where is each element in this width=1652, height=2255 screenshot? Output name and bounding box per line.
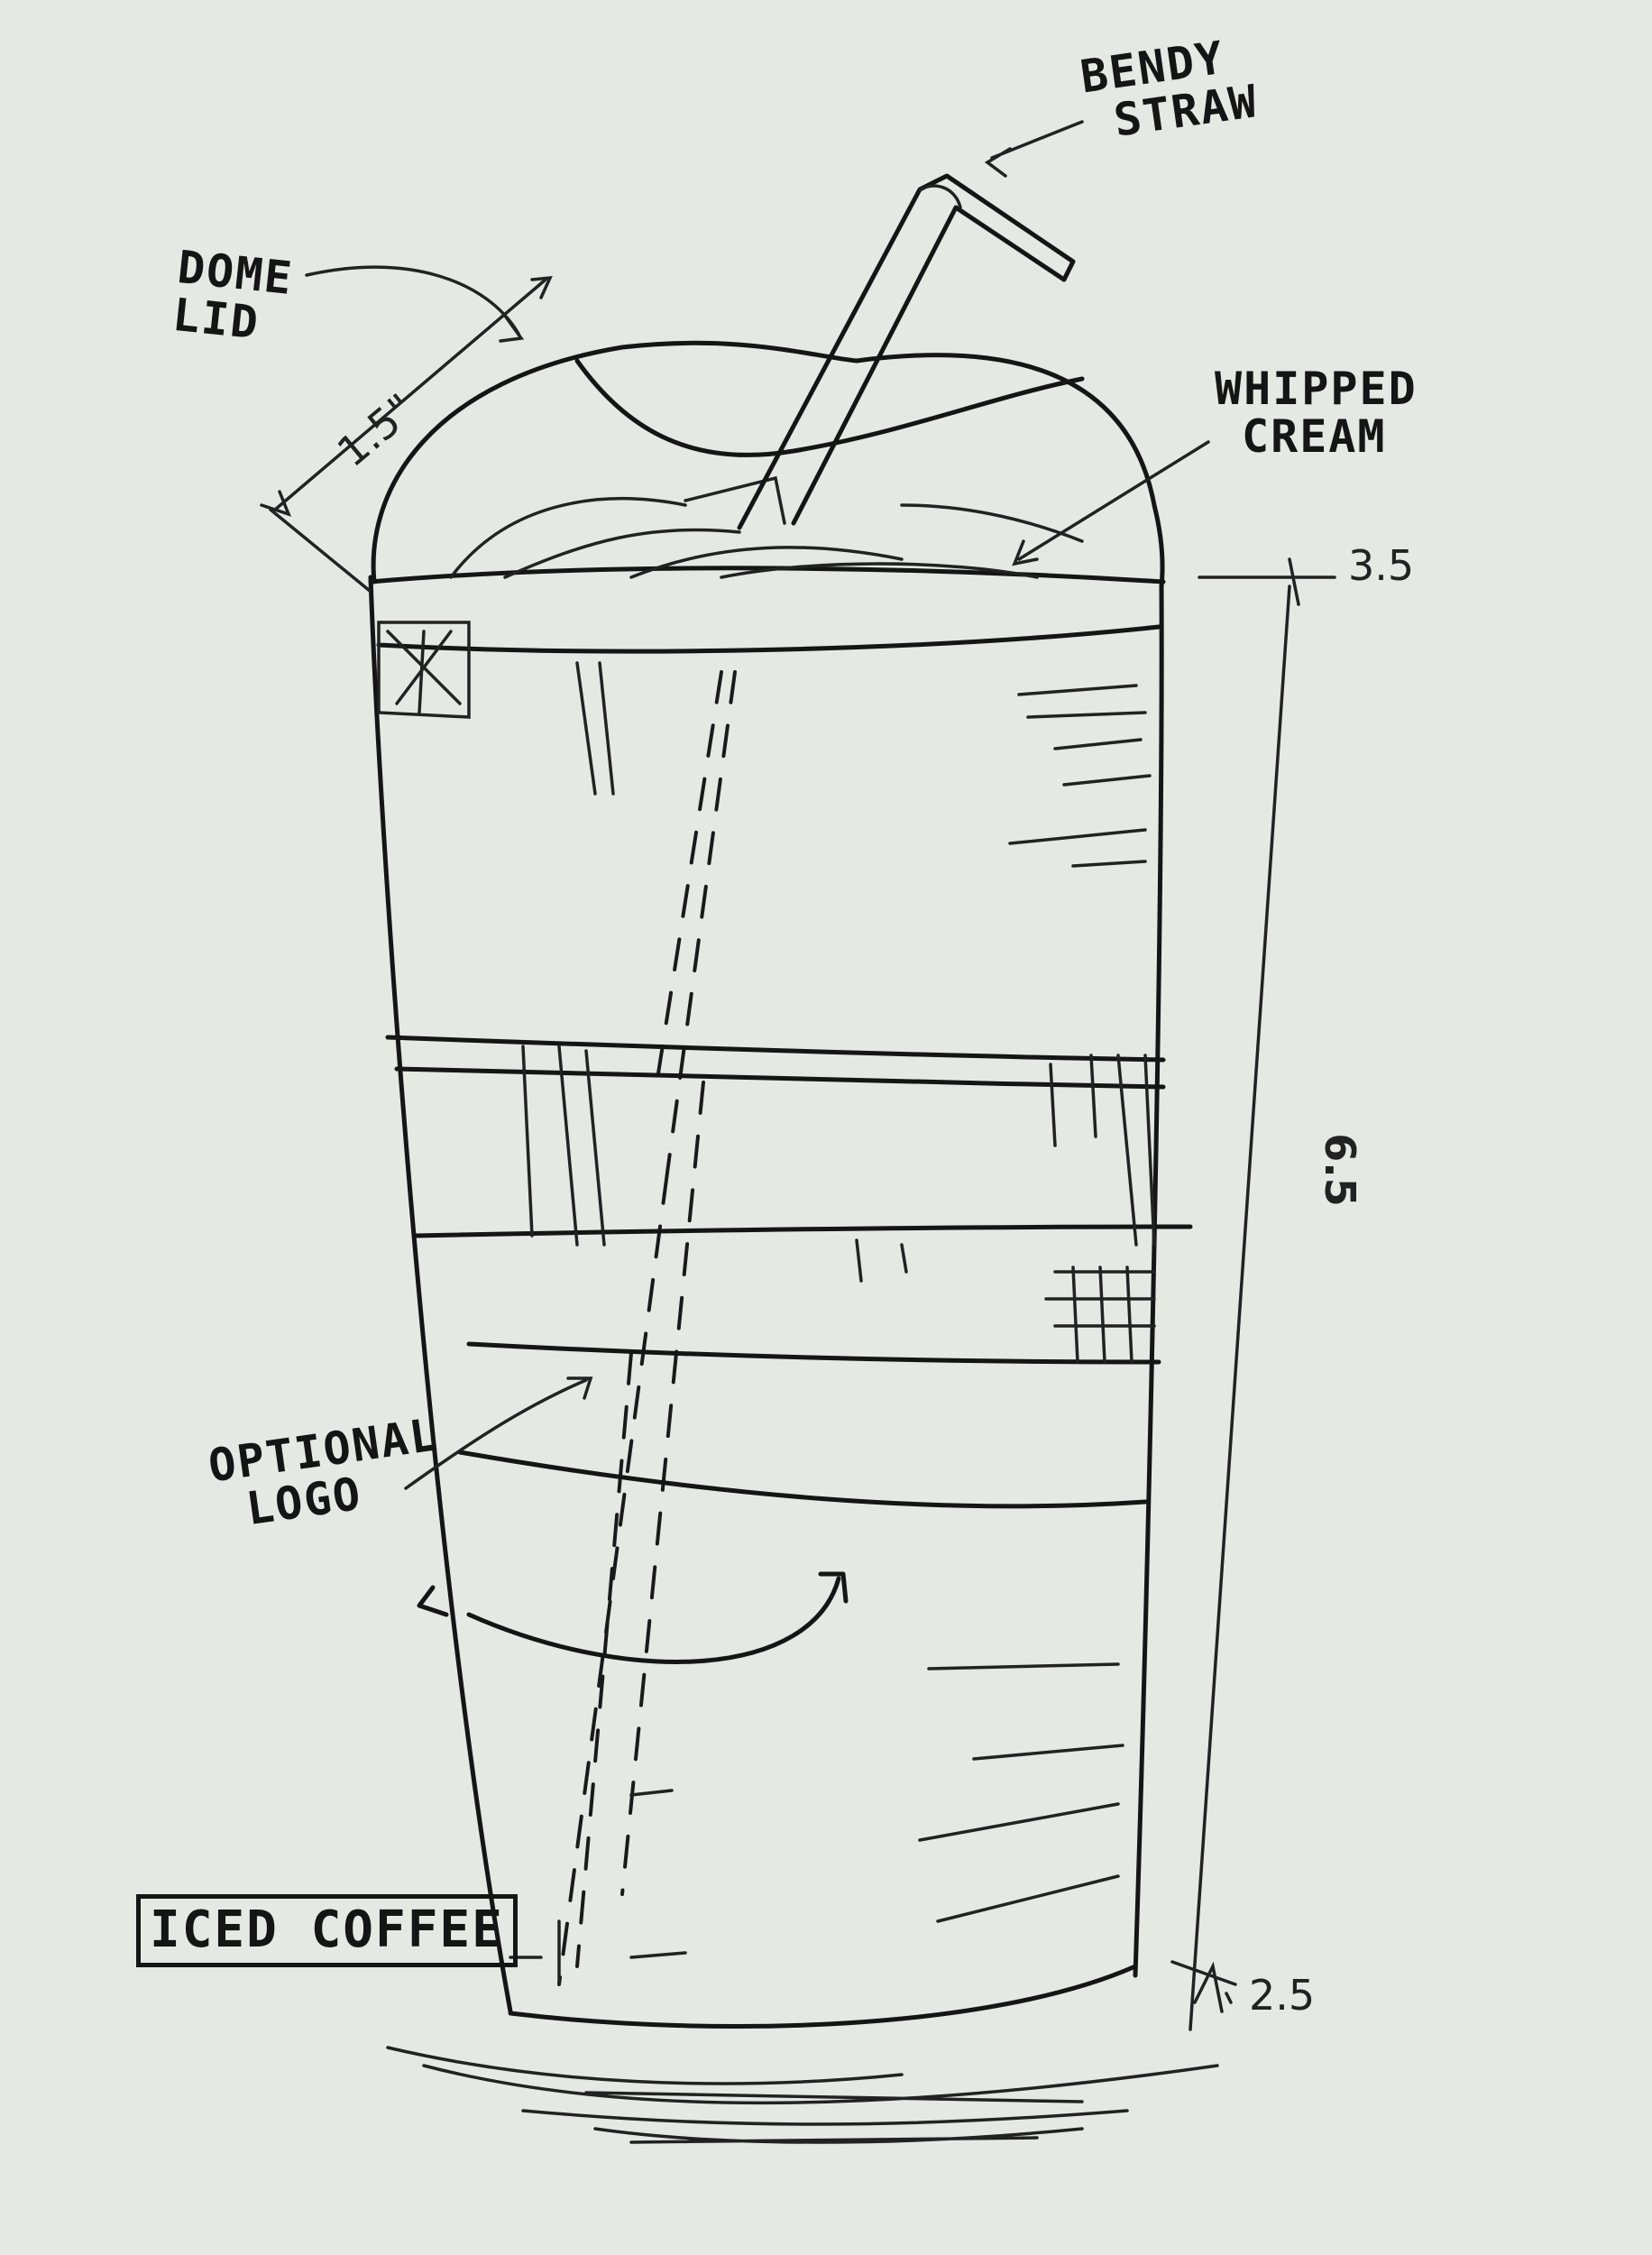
bendy-straw	[557, 173, 1076, 1986]
height-dimension: 6.5	[1315, 1133, 1364, 1207]
annotation-arrows	[260, 120, 1336, 2031]
whipped-cream-label: WHIPPED CREAM	[1215, 365, 1418, 460]
iced-coffee-label: ICED COFFEE	[136, 1894, 518, 1967]
cup-bands	[385, 661, 1193, 1959]
bottom-width-dimension: 2.5	[1249, 1971, 1316, 2020]
top-width-dimension: 3.5	[1348, 541, 1415, 590]
cup-body	[368, 566, 1166, 2030]
label-line: CREAM	[1242, 410, 1387, 463]
dome-lid-label: DOME LID	[170, 241, 296, 350]
dome-lid	[371, 340, 1165, 719]
label-line: WHIPPED	[1215, 363, 1418, 415]
cup-shadow	[386, 2046, 1219, 2144]
